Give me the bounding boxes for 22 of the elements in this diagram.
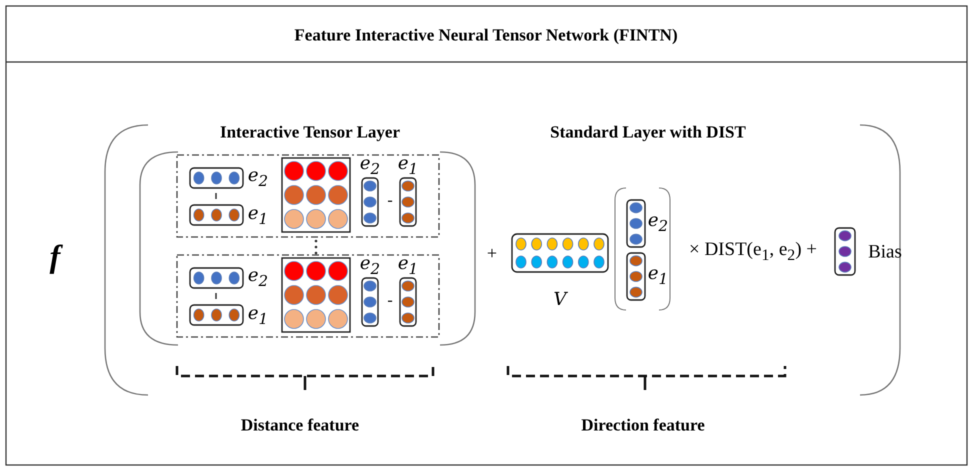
formula-text: × DIST(e$_{1}$, e$_{2}$) + [688, 240, 818, 264]
variable-label: e$_{2}$ [248, 267, 268, 289]
plus-sign: + [486, 244, 498, 262]
variable-label: e$_{1}$ [248, 205, 268, 227]
feature-label: Distance feature [240, 416, 360, 434]
variable-label: e$_{2}$ [360, 255, 380, 277]
variable-label: e$_{2}$ [360, 155, 380, 177]
section-heading: Standard Layer with DIST [550, 124, 746, 140]
variable-label: e$_{1}$ [398, 155, 418, 177]
variable-label: e$_{1}$ [248, 305, 268, 327]
minus-sign: - [387, 293, 393, 309]
variable-label: V [554, 291, 566, 309]
minus-sign: - [387, 193, 393, 209]
variable-label: e$_{1}$ [398, 255, 418, 277]
variable-label: e$_{2}$ [648, 212, 668, 234]
bias-label: Bias [868, 242, 902, 262]
section-heading: Interactive Tensor Layer [220, 124, 400, 140]
function-symbol: f [50, 240, 60, 272]
variable-label: e$_{2}$ [248, 167, 268, 189]
title: Feature Interactive Neural Tensor Network (FINTN) [294, 26, 678, 44]
variable-label: e$_{1}$ [648, 265, 668, 287]
feature-label: Direction feature [581, 416, 705, 434]
